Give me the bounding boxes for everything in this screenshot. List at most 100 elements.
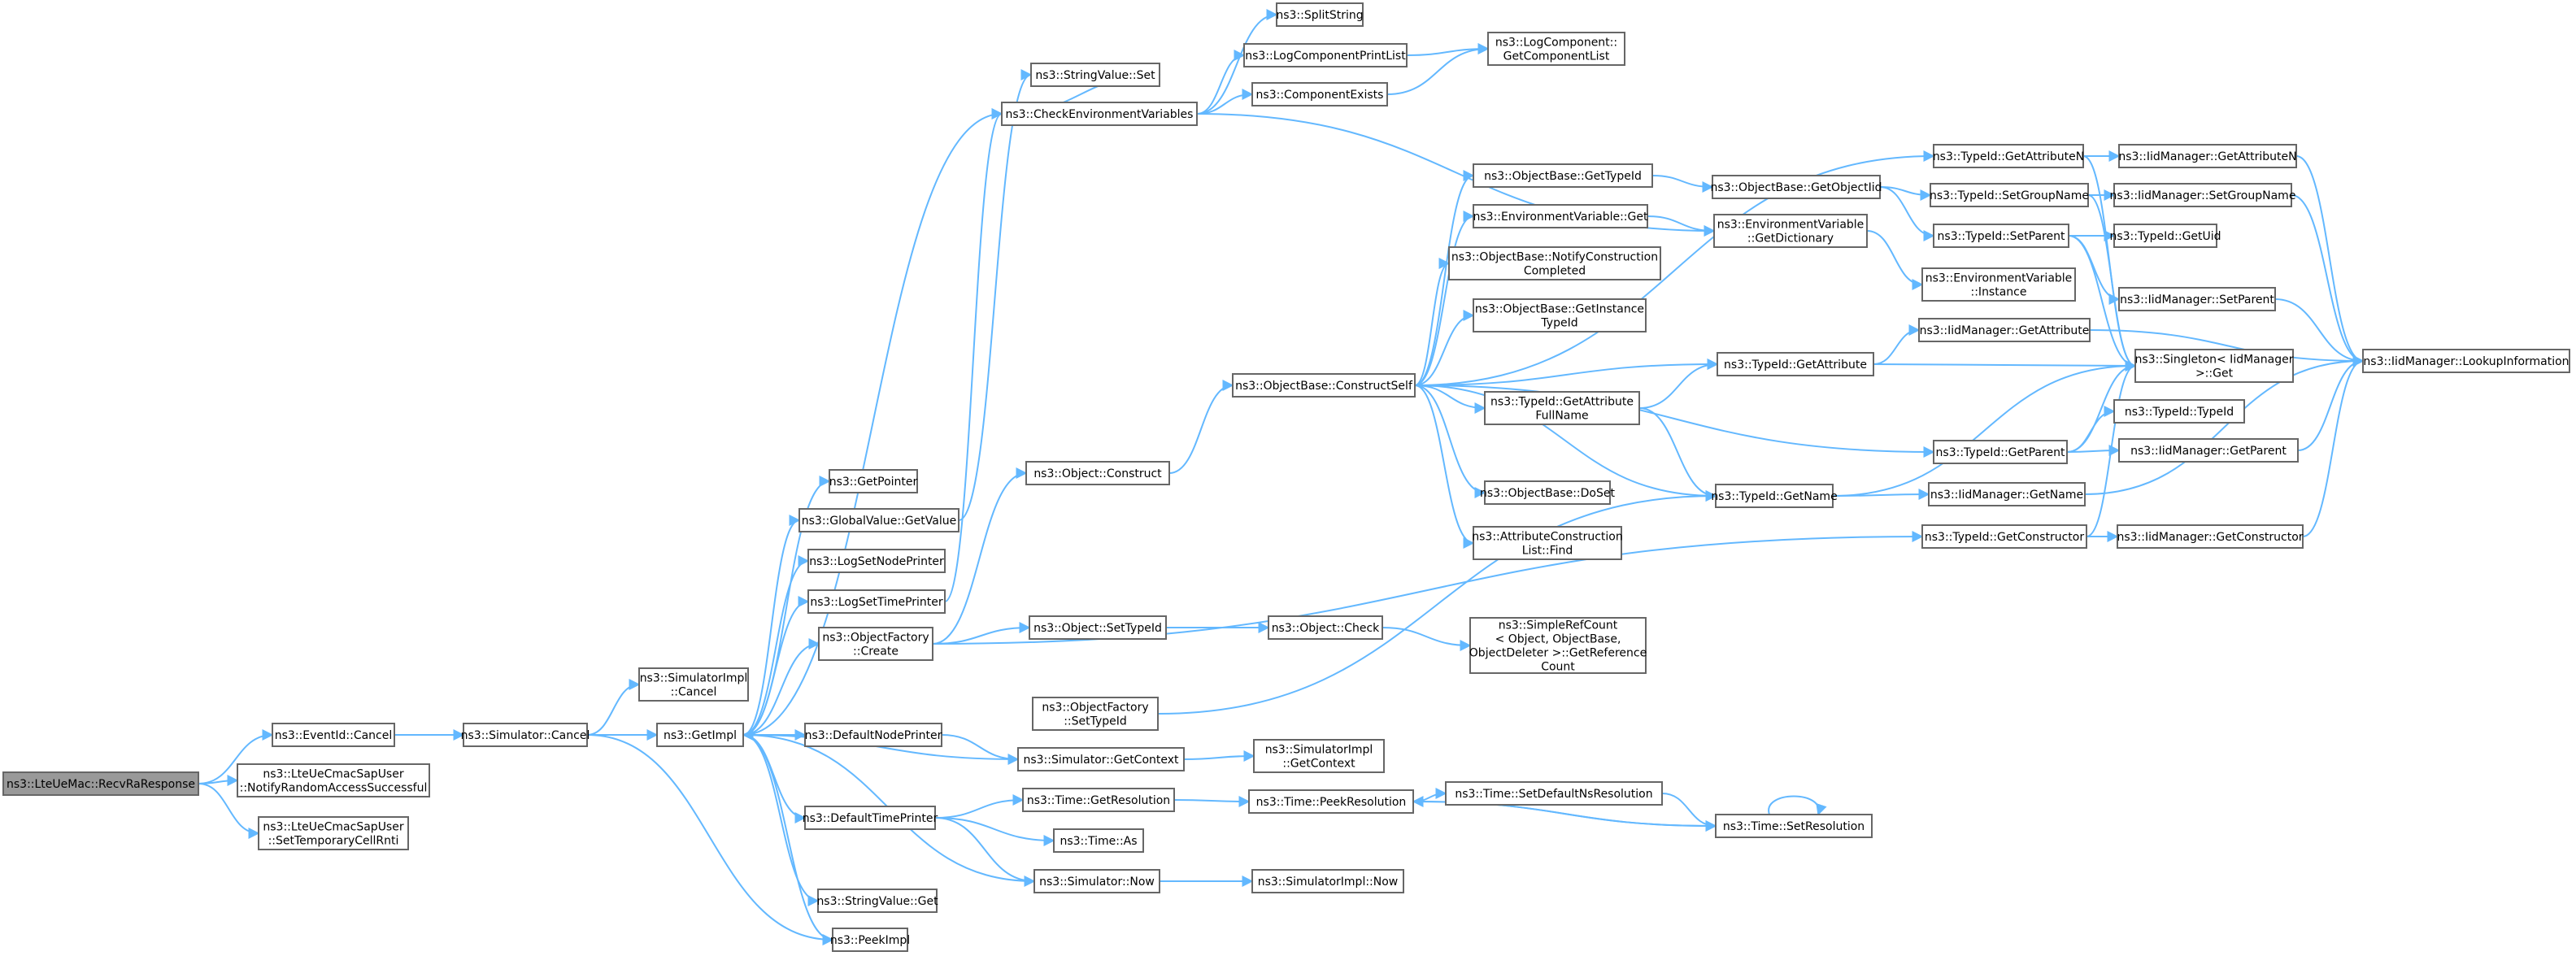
node-box: [1469, 617, 1647, 674]
node-label: ns3::IidManager::GetParent: [2130, 445, 2287, 458]
node-ns3-simulator-getcontext[interactable]: ns3::Simulator::GetContext: [1017, 747, 1185, 771]
node-ns3-time-setdefaultnsresolution[interactable]: ns3::Time::SetDefaultNsResolution: [1445, 781, 1663, 806]
node-ns3-objectbase-getobjectiid[interactable]: ns3::ObjectBase::GetObjectIid: [1710, 175, 1882, 199]
node-label: ns3::LteUeCmacSapUser: [263, 821, 403, 834]
edge-n32-n44: [1414, 385, 1935, 458]
node-ns3-objectfactory-settypeid[interactable]: ns3::ObjectFactory::SetTypeId: [1032, 697, 1159, 731]
node-ns3-iidmanager-getattributen[interactable]: ns3::IidManager::GetAttributeN: [2118, 144, 2297, 168]
node-ns3-lteuecmacsapuser-settemporarycellrnti[interactable]: ns3::LteUeCmacSapUser::SetTemporaryCellR…: [258, 816, 409, 850]
node-ns3-environmentvariable-get[interactable]: ns3::EnvironmentVariable::Get: [1473, 204, 1648, 228]
node-ns3-environmentvariable-getdictionary[interactable]: ns3::EnvironmentVariable::GetDictionary: [1713, 214, 1868, 248]
node-box: [1232, 373, 1416, 398]
node-ns3-iidmanager-getattribute[interactable]: ns3::IidManager::GetAttribute: [1918, 318, 2091, 342]
node-box: [818, 627, 933, 661]
node-ns3-object-check[interactable]: ns3::Object::Check: [1268, 615, 1383, 640]
node-ns3-defaultnodeprinter[interactable]: ns3::DefaultNodePrinter: [804, 723, 942, 747]
edge-n28-n36: [1866, 230, 1924, 290]
node-ns3-checkenvironmentvariables[interactable]: ns3::CheckEnvironmentVariables: [1001, 102, 1198, 126]
node-label: ns3::TypeId::GetConstructor: [1925, 531, 2084, 544]
node-ns3-time-getresolution[interactable]: ns3::Time::GetResolution: [1022, 788, 1175, 812]
edge-n51-n51: [1768, 795, 1827, 816]
node-ns3-splitstring[interactable]: ns3::SplitString: [1276, 2, 1364, 27]
node-ns3-simulator-cancel[interactable]: ns3::Simulator::Cancel: [461, 723, 590, 747]
node-ns3-logcomponentprintlist[interactable]: ns3::LogComponentPrintList: [1243, 43, 1408, 67]
node-ns3-iidmanager-getname[interactable]: ns3::IidManager::GetName: [1928, 482, 2086, 506]
node-box: [807, 589, 946, 614]
edge-n6-n15: [742, 638, 820, 736]
node-label: ns3::LogComponentPrintList: [1245, 50, 1406, 63]
node-ns3-singleton-iidmanager-get[interactable]: ns3::Singleton< IidManager>::Get: [2134, 349, 2294, 383]
node-box: [1030, 63, 1160, 87]
edge-n6-n12: [742, 515, 801, 736]
node-ns3-typeid-getparent[interactable]: ns3::TypeId::GetParent: [1933, 440, 2068, 464]
node-ns3-objectbase-constructself[interactable]: ns3::ObjectBase::ConstructSelf: [1232, 373, 1416, 398]
node-ns3-globalvalue-getvalue[interactable]: ns3::GlobalValue::GetValue: [798, 508, 959, 532]
node-ns3-logcomponent-getcomponentlist[interactable]: ns3::LogComponent::GetComponentList: [1487, 32, 1625, 66]
node-ns3-logsetnodeprinter[interactable]: ns3::LogSetNodePrinter: [807, 549, 946, 573]
node-label: ns3::Time::As: [1060, 835, 1137, 848]
node-ns3-getimpl[interactable]: ns3::GetImpl: [656, 723, 744, 747]
node-box: [1022, 788, 1175, 812]
node-ns3-objectbase-doset[interactable]: ns3::ObjectBase::DoSet: [1480, 480, 1615, 505]
node-ns3-stringvalue-set[interactable]: ns3::StringValue::Set: [1030, 63, 1160, 87]
node-ns3-logsettimeprinter[interactable]: ns3::LogSetTimePrinter: [807, 589, 946, 614]
node-ns3-lteuecmacsapuser-notifyrandomaccesssuccessful[interactable]: ns3::LteUeCmacSapUser::NotifyRandomAcces…: [237, 763, 430, 797]
node-label: ns3::CheckEnvironmentVariables: [1006, 108, 1194, 121]
node-box: [807, 549, 946, 573]
node-ns3-iidmanager-setgroupname[interactable]: ns3::IidManager::SetGroupName: [2110, 183, 2296, 207]
node-ns3-typeid-getattribute[interactable]: ns3::TypeId::GetAttribute: [1717, 352, 1874, 376]
node-box: [1933, 224, 2069, 248]
node-label: ns3::Simulator::Now: [1039, 876, 1155, 889]
node-ns3-objectbase-notifyconstruction-completed[interactable]: ns3::ObjectBase::NotifyConstructionCompl…: [1448, 246, 1661, 280]
node-box: [1276, 2, 1364, 27]
node-ns3-simulatorimpl-getcontext[interactable]: ns3::SimulatorImpl::GetContext: [1253, 739, 1385, 773]
node-ns3-peekimpl[interactable]: ns3::PeekImpl: [830, 928, 910, 952]
node-ns3-componentexists[interactable]: ns3::ComponentExists: [1251, 82, 1388, 106]
node-ns3-iidmanager-getconstructor[interactable]: ns3::IidManager::GetConstructor: [2117, 524, 2304, 549]
node-ns3-time-setresolution[interactable]: ns3::Time::SetResolution: [1715, 814, 1873, 838]
node-ns3-time-as[interactable]: ns3::Time::As: [1053, 828, 1144, 853]
node-label: ns3::StringValue::Set: [1035, 69, 1155, 82]
node-ns3-typeid-getattributen[interactable]: ns3::TypeId::GetAttributeN: [1933, 144, 2084, 168]
node-label: ::SetTemporaryCellRnti: [268, 835, 399, 848]
node-label: ::GetDictionary: [1747, 232, 1834, 246]
node-ns3-object-settypeid[interactable]: ns3::Object::SetTypeId: [1029, 615, 1167, 640]
node-ns3-defaulttimeprinter[interactable]: ns3::DefaultTimePrinter: [803, 806, 938, 830]
node-ns3-iidmanager-setparent[interactable]: ns3::IidManager::SetParent: [2118, 287, 2276, 311]
node-box: [1715, 484, 1834, 508]
node-ns3-iidmanager-getparent[interactable]: ns3::IidManager::GetParent: [2118, 438, 2299, 463]
node-ns3-time-peekresolution[interactable]: ns3::Time::PeekResolution: [1248, 789, 1414, 814]
node-ns3-simplerefcount-object-objectbase-objectdeleter-getreference-count[interactable]: ns3::SimpleRefCount< Object, ObjectBase,…: [1469, 617, 1647, 674]
node-ns3-typeid-getuid[interactable]: ns3::TypeId::GetUid: [2109, 224, 2221, 248]
node-ns3-objectbase-gettypeid[interactable]: ns3::ObjectBase::GetTypeId: [1473, 163, 1653, 188]
node-ns3-object-construct[interactable]: ns3::Object::Construct: [1025, 461, 1170, 485]
node-label: List::Find: [1522, 545, 1573, 558]
edge-n59-n50: [2068, 235, 2137, 372]
node-ns3-typeid-setparent[interactable]: ns3::TypeId::SetParent: [1933, 224, 2069, 248]
edge-n15-n23: [932, 622, 1031, 645]
node-ns3-simulator-now[interactable]: ns3::Simulator::Now: [1033, 869, 1160, 893]
edge-n19-n30: [1173, 795, 1251, 807]
node-ns3-eventid-cancel[interactable]: ns3::EventId::Cancel: [272, 723, 395, 747]
node-ns3-iidmanager-lookupinformation[interactable]: ns3::IidManager::LookupInformation: [2362, 349, 2570, 373]
node-ns3-typeid-getconstructor[interactable]: ns3::TypeId::GetConstructor: [1921, 524, 2087, 549]
node-ns3-stringvalue-get[interactable]: ns3::StringValue::Get: [816, 889, 938, 913]
node-ns3-typeid-typeid[interactable]: ns3::TypeId::TypeId: [2113, 399, 2245, 424]
edge-n40-n28: [1647, 215, 1716, 237]
node-ns3-typeid-setgroupname[interactable]: ns3::TypeId::SetGroupName: [1930, 183, 2089, 207]
node-label: ns3::SplitString: [1276, 9, 1363, 22]
node-ns3-simulatorimpl-now[interactable]: ns3::SimulatorImpl::Now: [1251, 869, 1404, 893]
node-ns3-environmentvariable-instance[interactable]: ns3::EnvironmentVariable::Instance: [1921, 267, 2076, 302]
edge-n24-n34: [1157, 490, 1717, 715]
node-ns3-simulatorimpl-cancel[interactable]: ns3::SimulatorImpl::Cancel: [638, 667, 749, 702]
node-box: [1930, 183, 2089, 207]
node-box: [1032, 697, 1159, 731]
node-ns3-lteuemac-recvraresponse[interactable]: ns3::LteUeMac::RecvRaResponse: [2, 771, 199, 796]
node-ns3-typeid-getname[interactable]: ns3::TypeId::GetName: [1711, 484, 1838, 508]
node-ns3-getpointer[interactable]: ns3::GetPointer: [829, 469, 918, 493]
node-ns3-objectfactory-create[interactable]: ns3::ObjectFactory::Create: [818, 627, 933, 661]
